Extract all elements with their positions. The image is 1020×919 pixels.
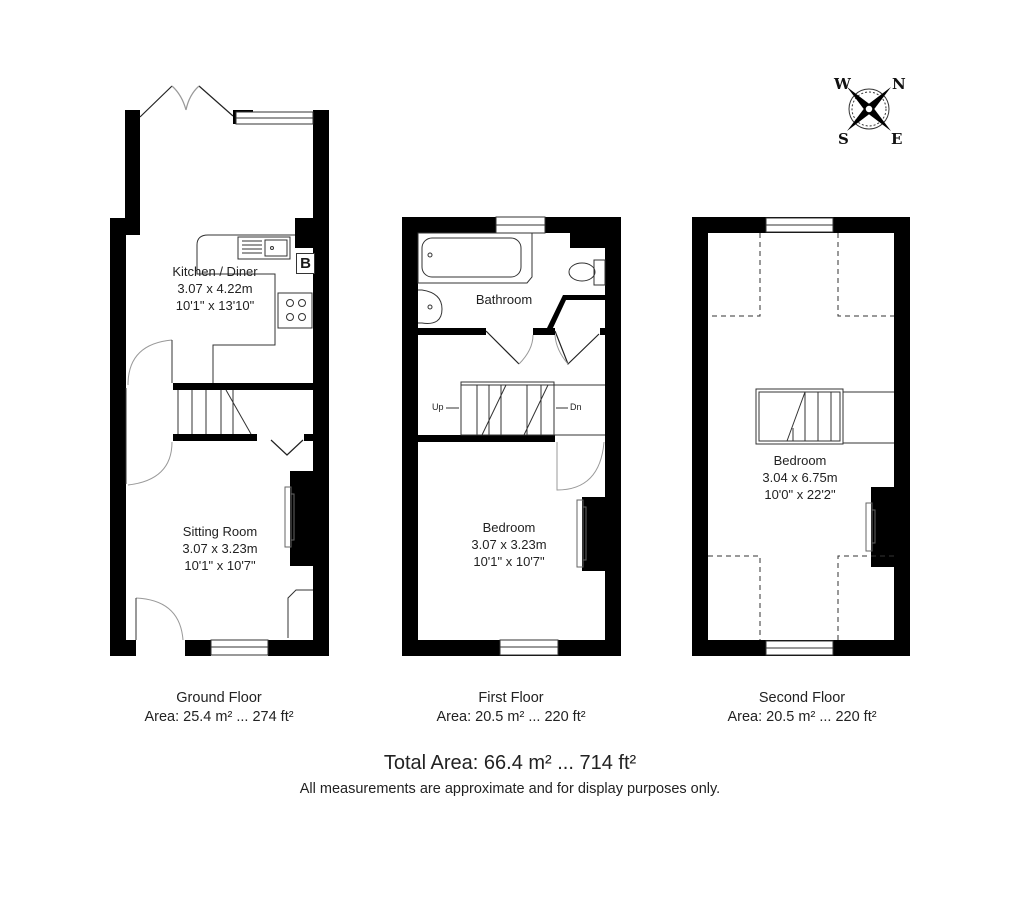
room-imperial: 10'0" x 22'2"	[764, 487, 836, 502]
hob	[277, 292, 313, 329]
restricted-headroom-lines	[708, 233, 894, 640]
room-name: Sitting Room	[182, 524, 258, 539]
room-imperial: 10'1" x 10'7"	[473, 554, 545, 569]
first-floor-walls	[402, 217, 621, 656]
compass-east-label: E	[891, 130, 903, 148]
room-label-bathroom: Bathroom	[464, 291, 544, 308]
room-imperial: 10'1" x 10'7"	[184, 558, 256, 573]
room-label-second-bedroom: Bedroom 3.04 x 6.75m 10'0" x 22'2"	[730, 452, 870, 503]
compass-south-label: S	[838, 130, 849, 148]
room-name: Kitchen / Diner	[172, 264, 258, 279]
compass-west-label: W	[834, 75, 851, 93]
staircase	[755, 388, 894, 445]
room-name: Bedroom	[482, 520, 536, 535]
floor-area: Area: 20.5 m² ... 220 ft²	[436, 709, 586, 725]
room-imperial: 10'1" x 13'10"	[175, 298, 255, 313]
first-floor-plan	[402, 216, 621, 656]
compass-north-label: N	[892, 75, 906, 93]
bath	[417, 232, 533, 284]
second-floor-walls	[692, 217, 910, 656]
room-label-sitting-room: Sitting Room 3.07 x 3.23m 10'1" x 10'7"	[150, 523, 290, 574]
french-doors	[139, 85, 234, 118]
room-metric: 3.07 x 3.23m	[182, 541, 258, 556]
ground-floor-caption: Ground Floor Area: 25.4 m² ... 274 ft²	[99, 689, 339, 727]
door-swing	[485, 330, 600, 366]
disclaimer-text: All measurements are approximate and for…	[299, 781, 721, 797]
floor-area: Area: 25.4 m² ... 274 ft²	[144, 709, 294, 725]
sink	[237, 236, 291, 260]
stairs-down-label: Dn	[570, 402, 582, 412]
kitchen-worktop	[196, 234, 295, 383]
ground-floor-walls	[110, 110, 329, 656]
floor-area: Area: 20.5 m² ... 220 ft²	[727, 709, 877, 725]
second-floor-caption: Second Floor Area: 20.5 m² ... 220 ft²	[682, 689, 922, 727]
staircase	[177, 389, 252, 435]
room-metric: 3.07 x 3.23m	[471, 537, 547, 552]
second-floor-plan	[692, 217, 910, 656]
total-area: Total Area: 66.4 m² ... 714 ft²	[383, 752, 637, 774]
room-label-first-bedroom: Bedroom 3.07 x 3.23m 10'1" x 10'7"	[439, 519, 579, 570]
floor-name: Ground Floor	[176, 690, 262, 706]
staircase	[446, 381, 605, 436]
compass-rose	[847, 87, 891, 131]
floor-name: Second Floor	[758, 690, 846, 706]
room-name: Bathroom	[475, 292, 533, 307]
room-metric: 3.07 x 4.22m	[177, 281, 253, 296]
room-name: Bedroom	[773, 453, 827, 468]
door-swing	[125, 339, 173, 486]
ground-floor-plan	[110, 85, 329, 656]
toilet	[568, 259, 606, 286]
basin	[418, 289, 443, 324]
room-label-kitchen-diner: Kitchen / Diner 3.07 x 4.22m 10'1" x 13'…	[145, 263, 285, 314]
first-floor-caption: First Floor Area: 20.5 m² ... 220 ft²	[391, 689, 631, 727]
boiler-marker: B	[296, 253, 315, 274]
room-metric: 3.04 x 6.75m	[762, 470, 838, 485]
stairs-up-label: Up	[432, 402, 444, 412]
floor-name: First Floor	[478, 690, 544, 706]
